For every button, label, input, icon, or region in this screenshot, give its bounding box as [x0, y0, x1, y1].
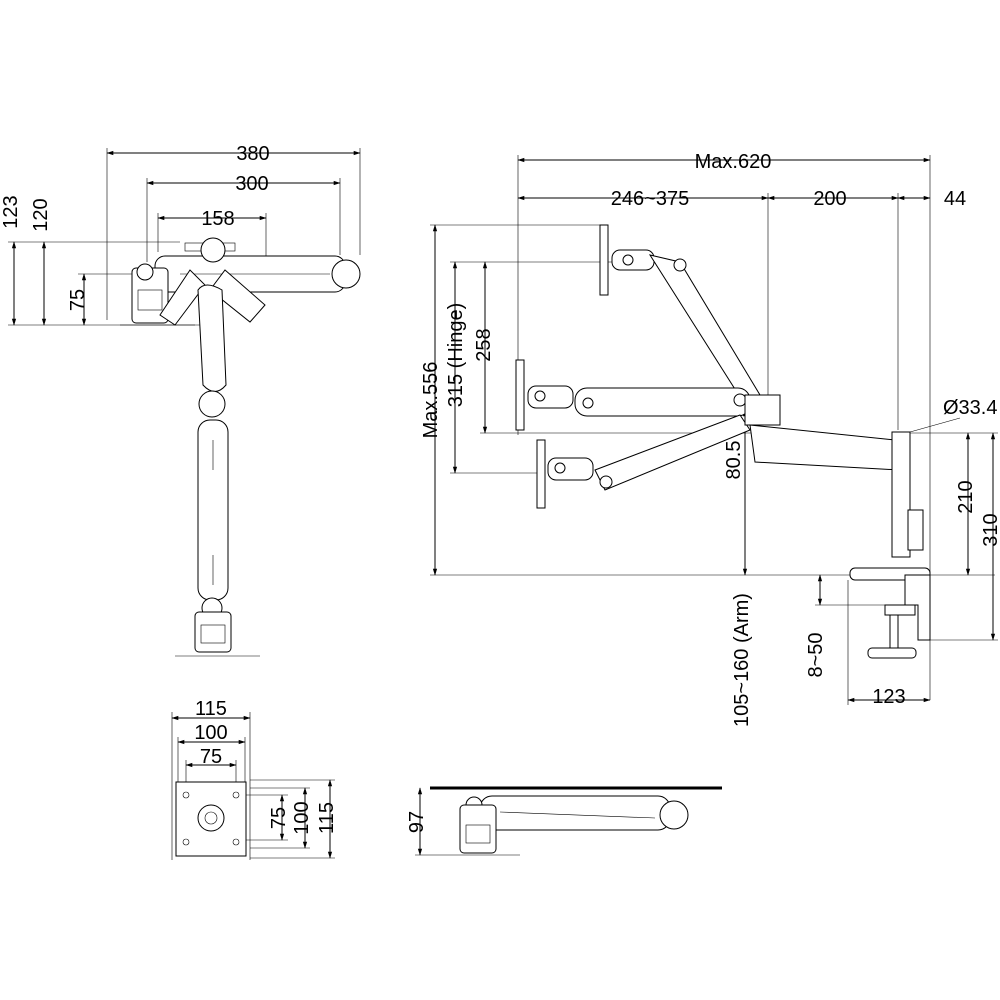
label-380: 380: [236, 143, 269, 165]
top-view-arm-illustration: [120, 237, 361, 657]
label-vesa-h75: 75: [268, 807, 290, 829]
label-158: 158: [201, 208, 234, 230]
label-vesa-h100: 100: [291, 801, 313, 834]
top-view: 380 300 158 123 120 75: [0, 143, 361, 657]
label-200: 200: [813, 188, 846, 210]
label-vesa-100: 100: [194, 722, 227, 744]
folded-view: 97: [406, 786, 722, 856]
label-vesa-115: 115: [195, 698, 227, 720]
label-80-5: 80.5: [723, 441, 745, 480]
folded-arm-illustration: [459, 795, 689, 854]
label-8-50: 8~50: [805, 632, 827, 677]
label-258: 258: [473, 328, 495, 361]
vesa-plate-view: 115 100 75 75 100 115: [171, 698, 338, 860]
label-97: 97: [406, 811, 428, 833]
label-246-375: 246~375: [611, 188, 689, 210]
label-pole-diameter: Ø33.4: [943, 397, 997, 419]
label-44: 44: [944, 188, 966, 210]
label-105-160-arm: 105~160 (Arm): [731, 593, 753, 727]
label-max556: Max.556: [420, 362, 442, 439]
label-123-clamp: 123: [872, 686, 905, 708]
side-view-arm-illustration: [515, 224, 931, 659]
label-vesa-75: 75: [200, 746, 222, 768]
label-315-hinge: 315 (Hinge): [445, 303, 467, 408]
label-75: 75: [67, 289, 89, 311]
label-210: 210: [955, 480, 977, 513]
label-max620: Max.620: [695, 151, 772, 173]
side-view: Max.620 246~375 200 44 Max.556 315 (Hing…: [420, 151, 1000, 727]
label-120: 120: [30, 198, 52, 231]
label-300: 300: [235, 173, 268, 195]
label-123: 123: [0, 195, 22, 228]
vesa-plate-illustration: [175, 781, 247, 857]
label-vesa-h115: 115: [316, 802, 338, 834]
label-310: 310: [980, 513, 1000, 546]
